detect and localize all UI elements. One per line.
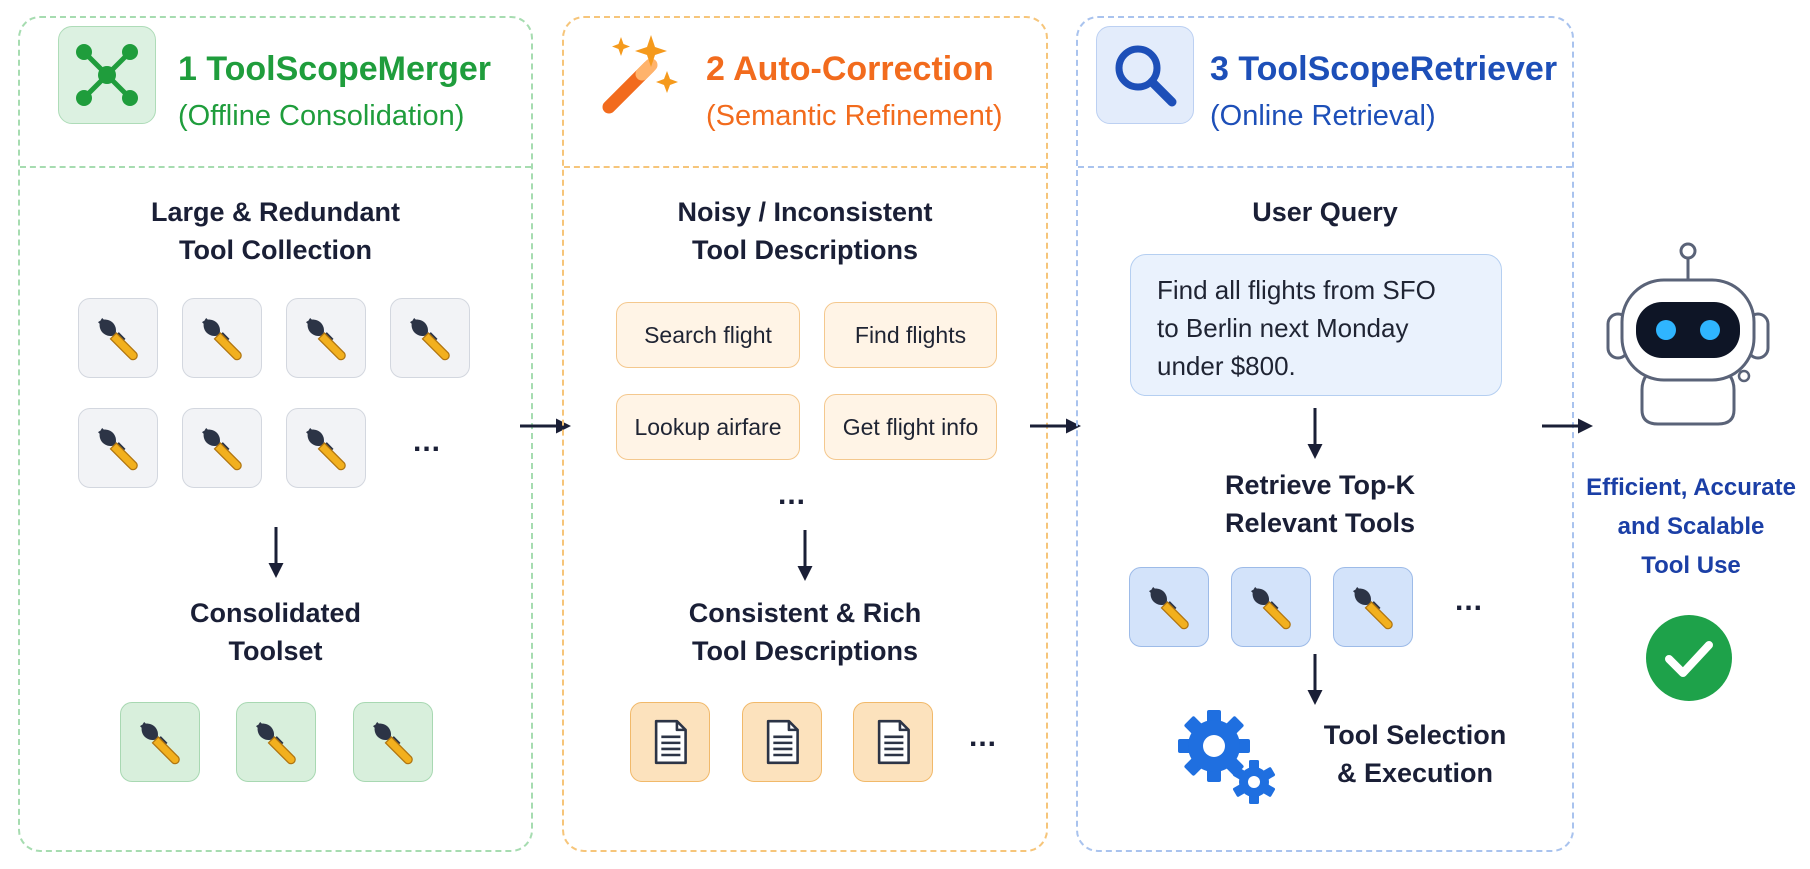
wrench-icon bbox=[93, 313, 143, 363]
stage-1-panel bbox=[18, 16, 533, 852]
right-arrow bbox=[1030, 418, 1081, 434]
stage-1-title: 1 ToolScopeMerger bbox=[178, 50, 492, 88]
tool-selection-label: Tool Selection & Execution bbox=[1323, 720, 1507, 788]
tool-description-pill: Search flight bbox=[616, 302, 800, 368]
wrench-icon bbox=[1348, 582, 1398, 632]
network-nodes-icon bbox=[58, 26, 156, 124]
robot-icon bbox=[1598, 240, 1778, 445]
wrench-icon bbox=[197, 313, 247, 363]
tool-tile bbox=[78, 298, 158, 378]
wrench-icon bbox=[251, 717, 301, 767]
tool-tile bbox=[182, 298, 262, 378]
check-circle-icon bbox=[1645, 614, 1733, 707]
stage-2-subtitle: (Semantic Refinement) bbox=[706, 100, 1003, 132]
stage-1-subtitle: (Offline Consolidation) bbox=[178, 100, 465, 132]
user-query-label: User Query bbox=[1252, 197, 1398, 227]
wrench-icon bbox=[1246, 582, 1296, 632]
tool-tile bbox=[78, 408, 158, 488]
wrench-icon bbox=[301, 313, 351, 363]
tool-description-pill: Find flights bbox=[824, 302, 997, 368]
tool-tile bbox=[286, 408, 366, 488]
retrieved-tool-tile bbox=[1333, 567, 1413, 647]
wrench-icon bbox=[197, 423, 247, 473]
tool-tile bbox=[390, 298, 470, 378]
retrieve-top-k-label: Retrieve Top-K Relevant Tools bbox=[1224, 470, 1416, 538]
down-arrow bbox=[268, 527, 284, 578]
gears-icon bbox=[1176, 708, 1282, 811]
retrieved-tool-tile bbox=[1231, 567, 1311, 647]
stage-2-panel bbox=[562, 16, 1048, 852]
down-arrow bbox=[1307, 654, 1323, 705]
stage-3-panel bbox=[1076, 16, 1574, 852]
wrench-icon bbox=[405, 313, 455, 363]
wrench-icon bbox=[368, 717, 418, 767]
tool-description-pill: Get flight info bbox=[824, 394, 997, 460]
tool-tile bbox=[286, 298, 366, 378]
more-retrieved-ellipsis: ... bbox=[1455, 584, 1484, 617]
consolidated-tool-tile bbox=[353, 702, 433, 782]
stage-2-title: 2 Auto-Correction bbox=[706, 50, 994, 88]
more-docs-ellipsis: ... bbox=[969, 720, 998, 753]
magic-wand-icon bbox=[590, 26, 688, 124]
tool-description-pill: Lookup airfare bbox=[616, 394, 800, 460]
stage-2-header bbox=[564, 18, 1046, 168]
tool-collection-label: Large & Redundant Tool Collection bbox=[150, 197, 400, 265]
noisy-descriptions-label: Noisy / Inconsistent Tool Descriptions bbox=[677, 197, 933, 265]
description-doc-tile bbox=[742, 702, 822, 782]
consolidated-toolset-label: Consolidated Toolset bbox=[189, 598, 361, 666]
wrench-icon bbox=[1144, 582, 1194, 632]
wrench-icon bbox=[301, 423, 351, 473]
description-doc-tile bbox=[853, 702, 933, 782]
document-icon bbox=[867, 716, 919, 768]
down-arrow bbox=[797, 530, 813, 581]
rich-descriptions-label: Consistent & Rich Tool Descriptions bbox=[688, 598, 922, 666]
right-arrow bbox=[520, 418, 571, 434]
stage-3-subtitle: (Online Retrieval) bbox=[1210, 100, 1436, 132]
more-descriptions-ellipsis: ... bbox=[778, 478, 807, 511]
right-arrow bbox=[1542, 418, 1593, 434]
wrench-icon bbox=[93, 423, 143, 473]
stage-3-title: 3 ToolScopeRetriever bbox=[1210, 50, 1558, 88]
consolidated-tool-tile bbox=[120, 702, 200, 782]
document-icon bbox=[644, 716, 696, 768]
more-tools-ellipsis: ... bbox=[413, 425, 442, 458]
down-arrow bbox=[1307, 408, 1323, 459]
document-icon bbox=[756, 716, 808, 768]
tool-tile bbox=[182, 408, 262, 488]
stage-1-header bbox=[20, 18, 531, 168]
description-doc-tile bbox=[630, 702, 710, 782]
magnifier-icon bbox=[1096, 26, 1194, 124]
wrench-icon bbox=[135, 717, 185, 767]
stage-3-header bbox=[1078, 18, 1572, 168]
consolidated-tool-tile bbox=[236, 702, 316, 782]
user-query-box: Find all flights from SFO to Berlin next… bbox=[1130, 254, 1502, 396]
outcome-label: Efficient, Accurate and Scalable Tool Us… bbox=[1586, 474, 1796, 579]
retrieved-tool-tile bbox=[1129, 567, 1209, 647]
